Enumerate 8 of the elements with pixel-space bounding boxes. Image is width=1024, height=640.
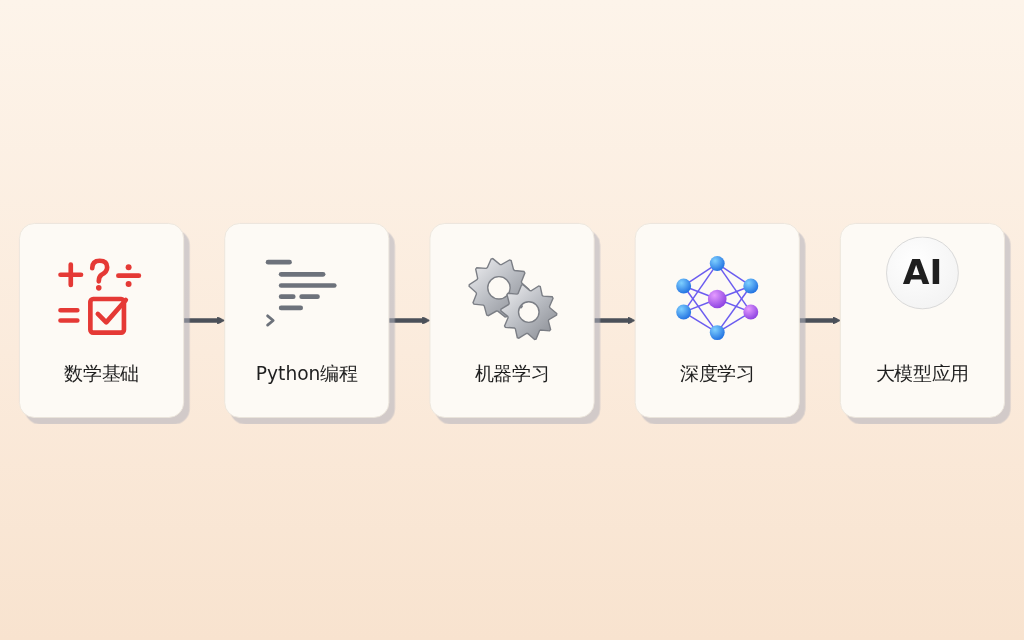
arrow	[183, 315, 226, 325]
arrow	[799, 315, 841, 325]
arrow	[594, 315, 636, 325]
node-box: Python编程	[224, 222, 390, 418]
arrow	[388, 315, 431, 325]
node-box: 机器学习	[429, 222, 595, 418]
node-box: 数学基础	[19, 222, 185, 418]
node-box: 深度学习	[634, 222, 800, 418]
